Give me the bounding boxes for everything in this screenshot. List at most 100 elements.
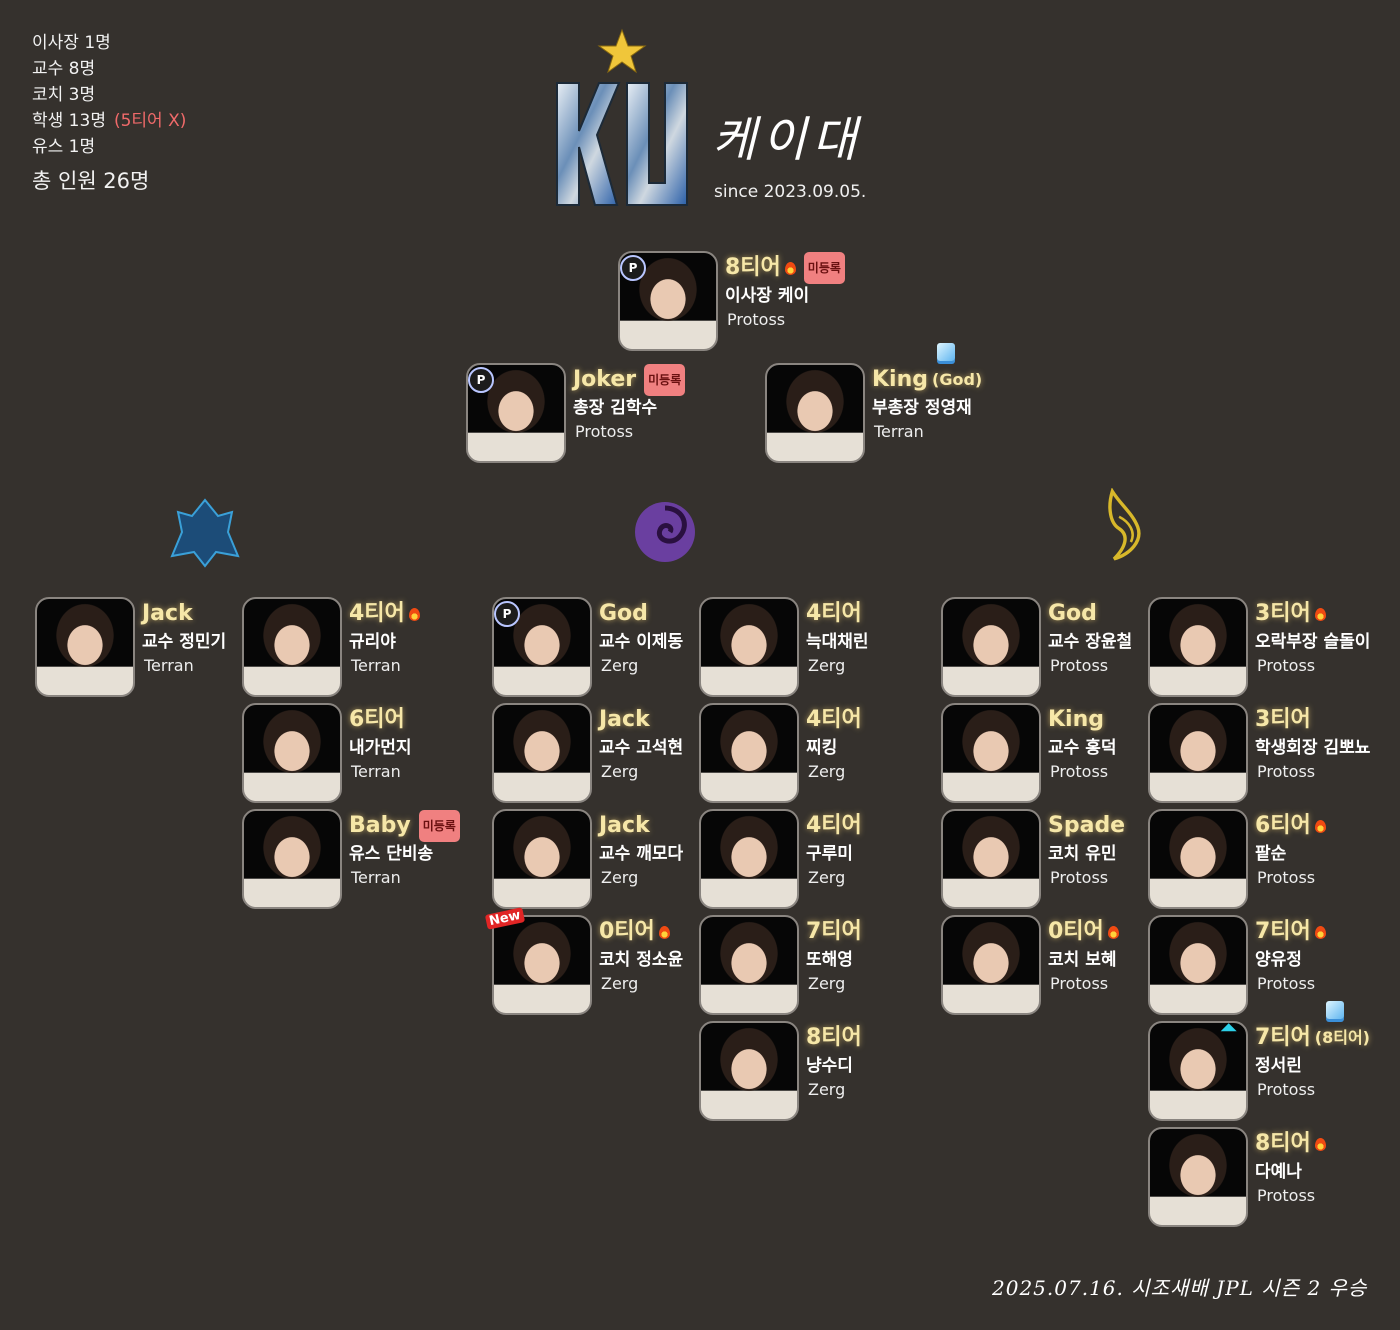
member-tier-or-nickname: 7티어 — [1255, 1025, 1311, 1050]
member-photo — [941, 597, 1041, 697]
stat-students-count: 학생 13명 — [32, 111, 106, 131]
member-title: 0티어 — [599, 917, 683, 947]
member-photo — [1148, 809, 1248, 909]
member-title: 8티어 — [806, 1023, 862, 1053]
member-name: 내가먼지 — [349, 738, 412, 758]
member-tier-or-nickname: 7티어 — [1255, 919, 1311, 944]
member-title-sub: (God) — [932, 370, 983, 389]
member-race: Protoss — [1257, 656, 1316, 675]
member-title: 3티어 — [1255, 599, 1370, 629]
member-tier-or-nickname: 3티어 — [1255, 601, 1311, 626]
member-title: 4티어 — [349, 599, 420, 629]
member-name: 또해영 — [806, 950, 853, 970]
member-title: 3티어 — [1255, 705, 1370, 735]
p-rank-badge-icon: P — [620, 255, 646, 281]
member-race: Zerg — [601, 762, 639, 781]
member-photo — [242, 597, 342, 697]
member-photo — [699, 703, 799, 803]
unregistered-badge: 미등록 — [418, 810, 460, 842]
stat-total: 총 인원 26명 — [32, 169, 150, 193]
member-race: Zerg — [808, 868, 846, 887]
member-tier-or-nickname: 0티어 — [599, 919, 655, 944]
member-name: 정서린 — [1255, 1056, 1302, 1076]
member-photo — [1148, 1127, 1248, 1227]
member-race: Protoss — [1257, 1186, 1316, 1205]
member-name: 교수 이제동 — [599, 632, 684, 652]
ku-logo — [556, 28, 688, 206]
stat-coaches: 코치 3명 — [32, 85, 96, 105]
member-race: Terran — [351, 868, 401, 887]
flame-icon — [408, 607, 420, 621]
member-race: Zerg — [601, 974, 639, 993]
member-tier-or-nickname: God — [599, 601, 648, 626]
member-photo — [941, 703, 1041, 803]
member-title: King — [1048, 705, 1116, 735]
member-title: Jack — [599, 811, 683, 841]
member-title: 4티어 — [806, 811, 862, 841]
member-photo — [242, 809, 342, 909]
member-race: Protoss — [1257, 762, 1316, 781]
member-photo — [699, 915, 799, 1015]
member-card[interactable]: Jack 교수 고석현 Zerg — [492, 703, 752, 803]
member-photo — [1148, 915, 1248, 1015]
member-name: 부총장 정영재 — [872, 398, 972, 418]
ice-cube-shape — [1326, 1001, 1344, 1019]
member-race: Protoss — [1050, 656, 1109, 675]
member-name: 교수 고석현 — [599, 738, 684, 758]
member-name: 이사장 케이 — [725, 286, 810, 306]
member-tier-or-nickname: 6티어 — [349, 707, 405, 732]
member-tier-or-nickname: 4티어 — [806, 601, 862, 626]
member-race: Protoss — [1257, 1080, 1316, 1099]
member-name: 학생회장 김뽀뇨 — [1255, 738, 1371, 758]
member-name: 팥순 — [1255, 844, 1287, 864]
member-tier-or-nickname: King — [872, 367, 928, 392]
unregistered-badge: 미등록 — [644, 364, 686, 396]
member-title: Jack — [599, 705, 683, 735]
flame-icon — [784, 261, 796, 275]
member-photo — [699, 597, 799, 697]
flame-icon — [1314, 1137, 1326, 1151]
member-race: Protoss — [575, 422, 634, 441]
member-name: 냥수디 — [806, 1056, 853, 1076]
member-title: 8티어 — [1255, 1129, 1326, 1159]
member-race: Terran — [144, 656, 194, 675]
member-title: 6티어 — [349, 705, 412, 735]
